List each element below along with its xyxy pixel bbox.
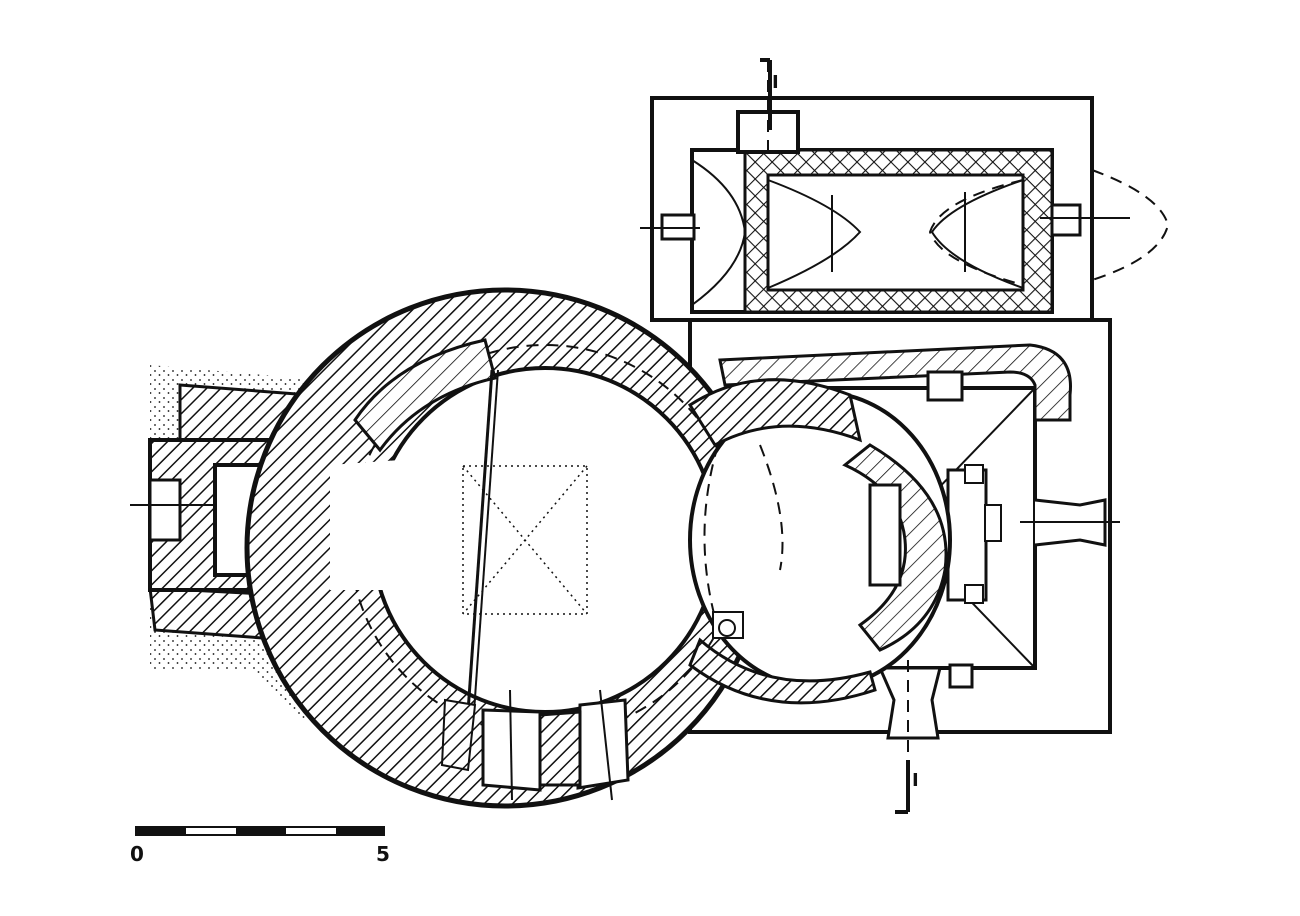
apse [687, 378, 952, 705]
section-label-bottom: I [912, 770, 919, 791]
section-label-top: I [772, 72, 779, 93]
scale-label-start: 0 [130, 842, 144, 866]
section-marker-bottom [895, 760, 910, 814]
scale-bar [135, 826, 385, 836]
section-marker-top [760, 58, 772, 130]
annex-room-north [640, 60, 1170, 322]
scale-label-end: 5 [376, 842, 390, 866]
rotunda [244, 287, 766, 809]
